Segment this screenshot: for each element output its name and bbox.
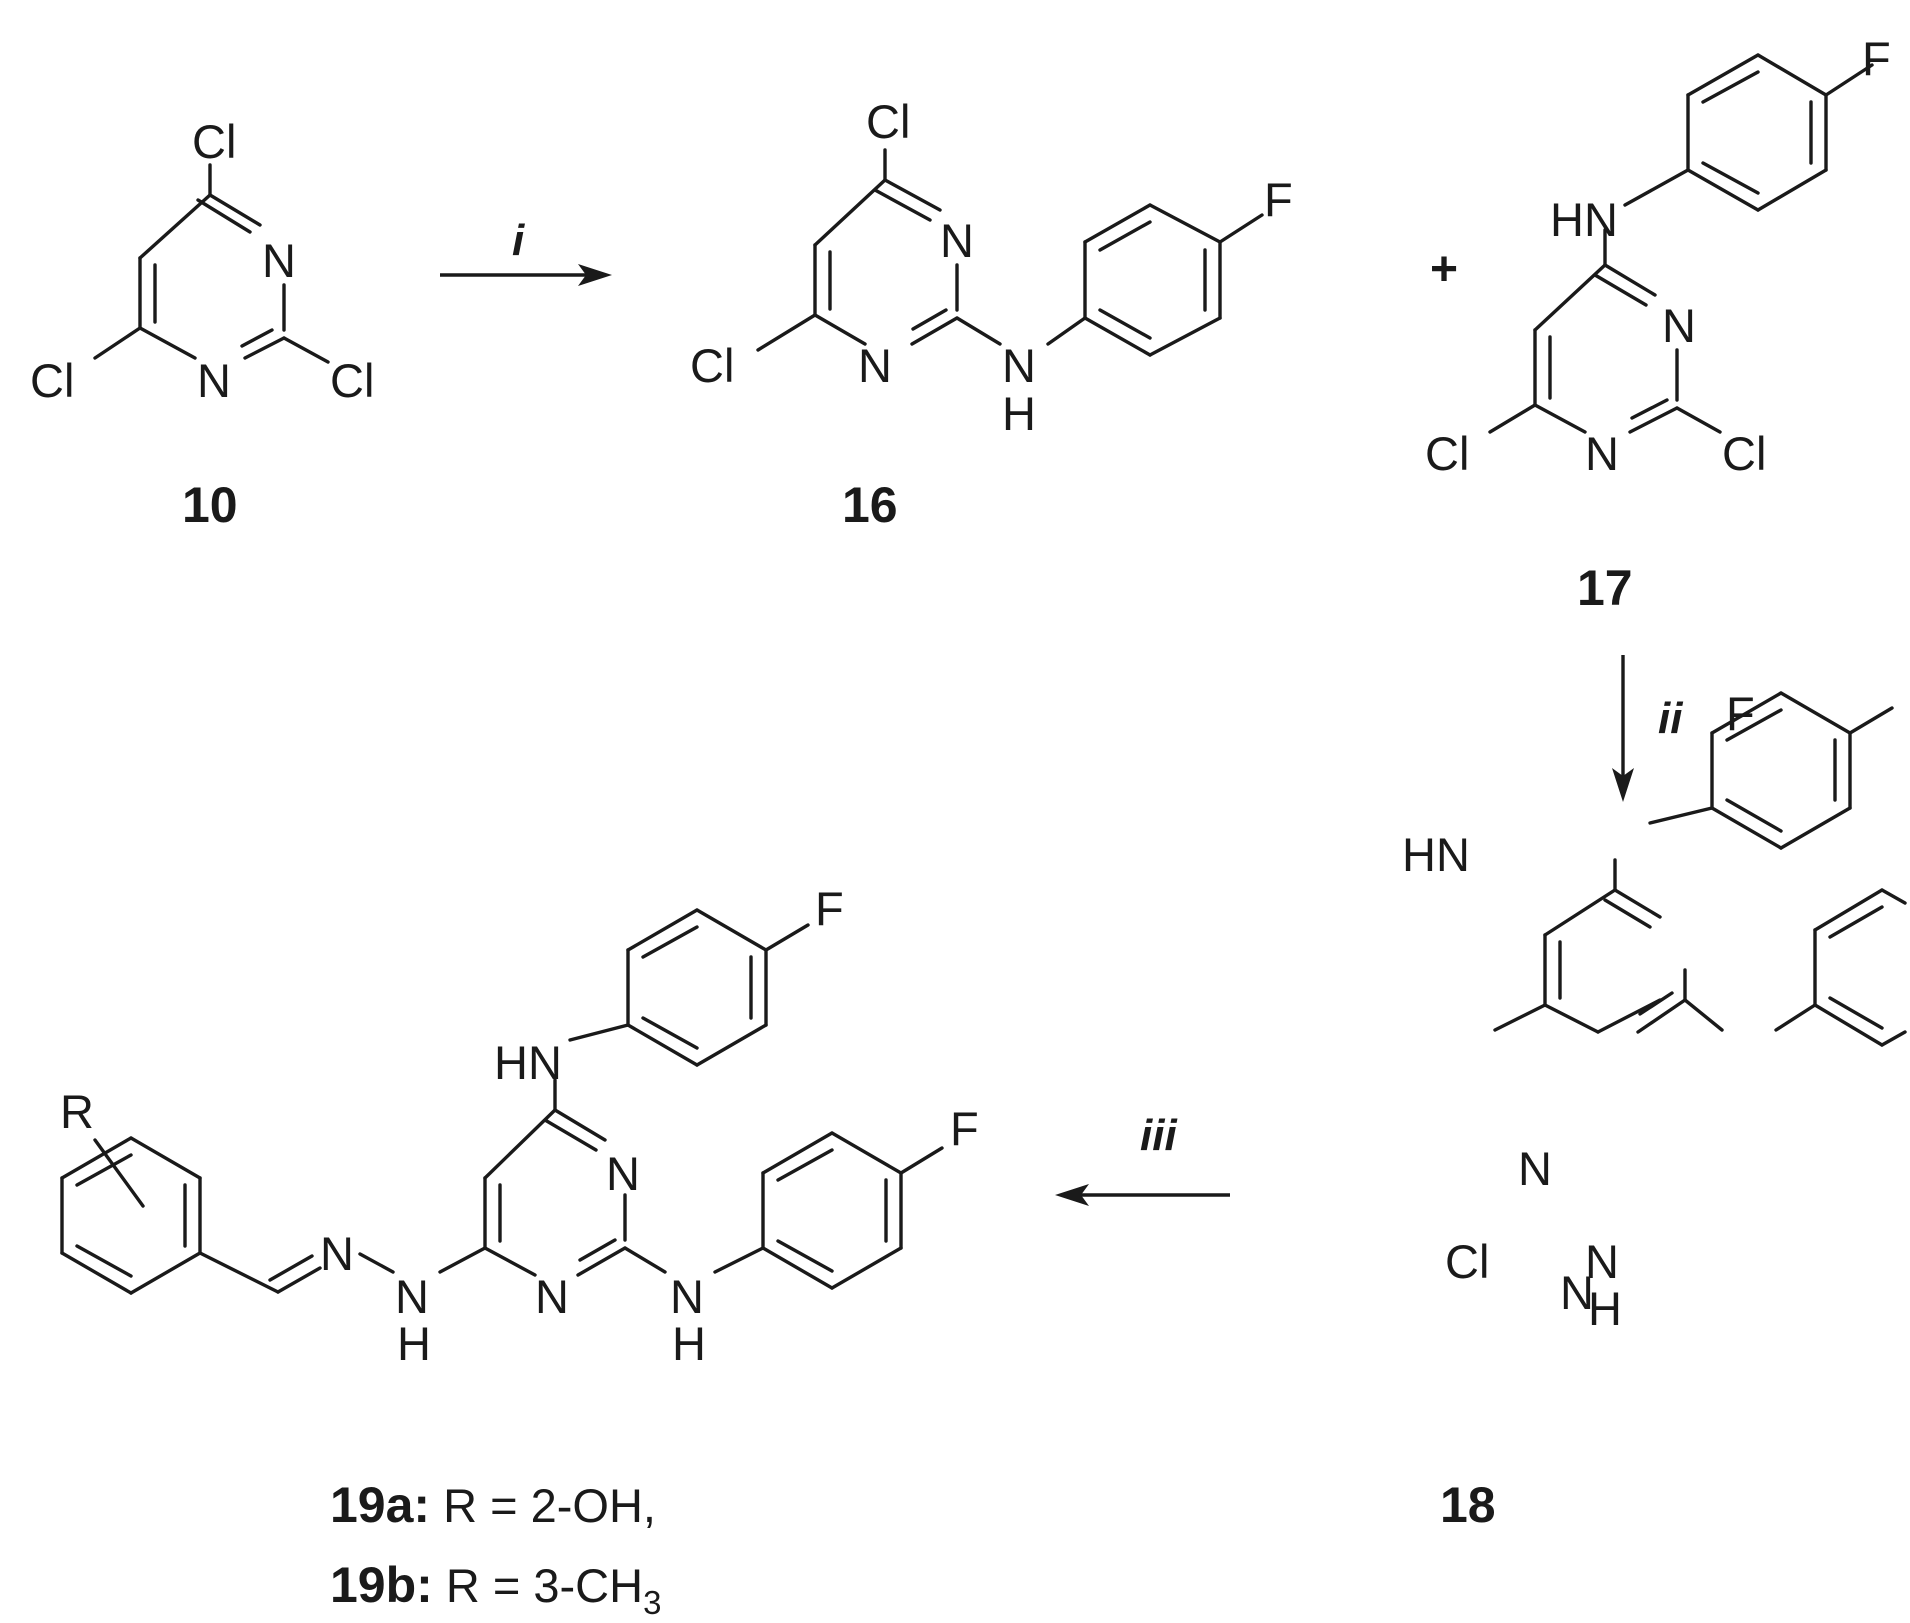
h-atom-label: H xyxy=(672,1317,706,1370)
compound-17-structure xyxy=(1488,53,1874,434)
compound-label-19b-line: 19b: R = 3-CH3 xyxy=(330,1557,661,1621)
cl-atom-label: Cl xyxy=(1425,427,1469,480)
cl-atom-label: Cl xyxy=(330,354,374,407)
f-atom-label: F xyxy=(815,882,844,935)
h-atom-label: H xyxy=(1588,1282,1622,1335)
cl-atom-label: Cl xyxy=(1722,427,1766,480)
reaction-arrow-step-ii xyxy=(1612,655,1634,802)
n-atom-label: N xyxy=(1560,1266,1594,1319)
cl-atom-label: Cl xyxy=(192,115,236,168)
n-atom-label: N xyxy=(1585,1235,1619,1288)
compound-10-structure xyxy=(93,163,330,364)
reaction-arrow-step-i xyxy=(440,264,612,286)
compound-19-structure xyxy=(60,908,944,1295)
compound-label-17: 17 xyxy=(1577,560,1633,616)
cl-atom-label: Cl xyxy=(690,339,734,392)
n-atom-label: N xyxy=(1518,1142,1552,1195)
compound-label-19b: 19b: xyxy=(330,1557,433,1613)
f-atom-label: F xyxy=(950,1102,979,1155)
n-atom-label: N xyxy=(940,214,974,267)
f-atom-label: F xyxy=(1726,687,1755,740)
hn-atom-label: HN xyxy=(1402,828,1470,881)
n-atom-label: N xyxy=(262,234,296,287)
compound-label-19a-line: 19a: R = 2-OH, xyxy=(330,1477,656,1533)
reagent-label-ii: ii xyxy=(1658,694,1683,743)
n-atom-label: N xyxy=(1585,427,1619,480)
hn-atom-label: HN xyxy=(1550,193,1618,246)
compound-label-19a: 19a: xyxy=(330,1477,430,1533)
n-atom-label: N xyxy=(1662,299,1696,352)
reaction-arrow-step-iii xyxy=(1055,1184,1230,1206)
n-atom-label: N xyxy=(535,1270,569,1323)
n-atom-label: N xyxy=(858,339,892,392)
cl-atom-label: Cl xyxy=(30,354,74,407)
n-atom-label: N xyxy=(197,354,231,407)
r-group-label: R xyxy=(60,1085,94,1138)
h-atom-label: H xyxy=(1002,387,1036,440)
reagent-label-iii: iii xyxy=(1140,1111,1177,1160)
compound-18-structure xyxy=(1493,691,1907,1047)
compound-16-structure xyxy=(756,148,1264,357)
compound-19a-substituent: R = 2-OH, xyxy=(430,1479,656,1532)
compound-label-10: 10 xyxy=(182,477,238,533)
n-atom-label: N xyxy=(606,1147,640,1200)
compound-19b-subscript: 3 xyxy=(643,1584,661,1621)
h-atom-label: H xyxy=(397,1317,431,1370)
n-atom-label: N xyxy=(395,1270,429,1323)
n-atom-label: N xyxy=(670,1270,704,1323)
n-atom-label: N xyxy=(1002,339,1036,392)
f-atom-label: F xyxy=(1862,32,1891,85)
cl-atom-label: Cl xyxy=(1445,1235,1489,1288)
plus-sign: + xyxy=(1430,243,1458,296)
hn-atom-label: HN xyxy=(494,1036,562,1089)
compound-label-16: 16 xyxy=(842,477,898,533)
cl-atom-label: Cl xyxy=(866,95,910,148)
compound-19b-substituent: R = 3-CH xyxy=(433,1559,643,1612)
n-atom-label: N xyxy=(320,1227,354,1280)
f-atom-label: F xyxy=(1264,173,1293,226)
compound-label-18: 18 xyxy=(1440,1477,1496,1533)
reagent-label-i: i xyxy=(512,216,525,265)
